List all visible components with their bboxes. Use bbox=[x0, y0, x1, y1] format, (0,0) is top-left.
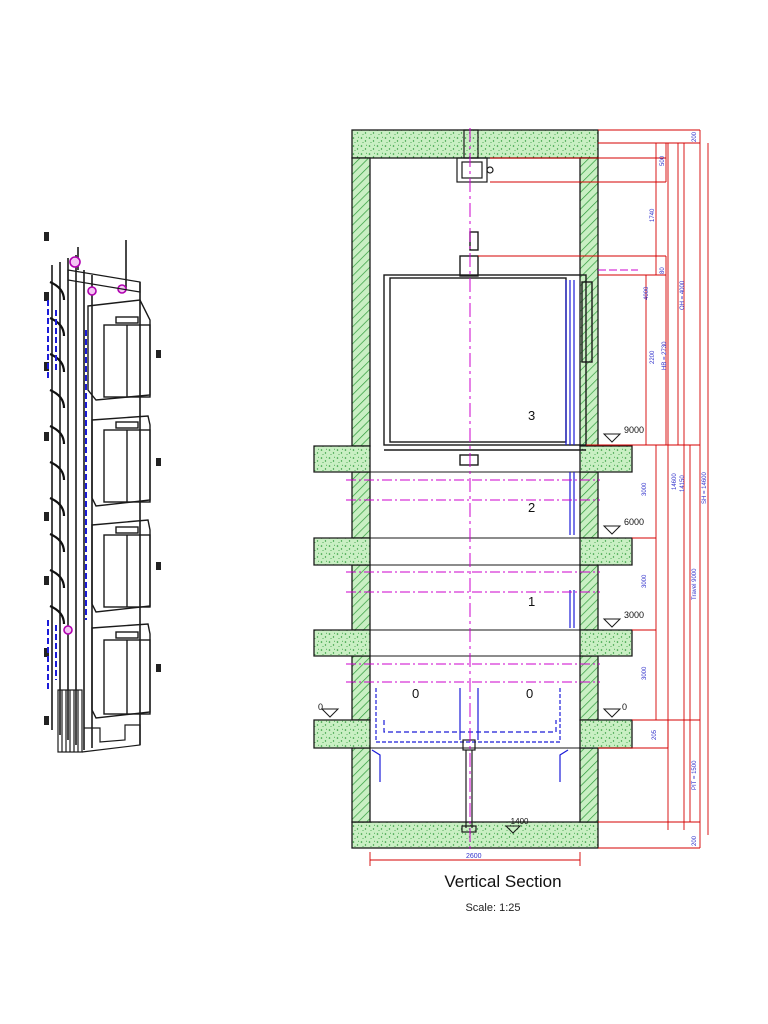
drawing-scale: Scale: 1:25 bbox=[465, 902, 521, 914]
floor-slabs bbox=[313, 445, 633, 749]
isometric-shaft-view bbox=[44, 232, 161, 753]
dim-pit: PIT = 1500 bbox=[692, 760, 698, 790]
level-label-6000: 6000 bbox=[624, 517, 644, 527]
level-label-9000: 9000 bbox=[624, 425, 644, 435]
level-label-3000: 3000 bbox=[624, 610, 644, 620]
level-markers bbox=[320, 433, 622, 834]
dim-machine: 500 bbox=[660, 155, 666, 166]
elevator-car bbox=[383, 231, 593, 466]
dim-floor-3000-a: 3000 bbox=[642, 482, 648, 496]
width-dimension: 2600 bbox=[466, 853, 482, 860]
level-label-0-left: 0 bbox=[318, 702, 323, 712]
level-label-0-right: 0 bbox=[622, 702, 627, 712]
dim-travel: Travel 9000 bbox=[692, 568, 698, 600]
dim-floor-3000-c: 3000 bbox=[642, 666, 648, 680]
dim-80: 80 bbox=[660, 267, 666, 274]
dim-bottom-slab: 200 bbox=[692, 835, 698, 846]
center-axis bbox=[346, 128, 638, 850]
dim-2200: 2200 bbox=[650, 350, 656, 364]
dim-oh: OH = 4000 bbox=[680, 280, 686, 310]
floor-number-0-right: 0 bbox=[526, 686, 533, 701]
machine-unit bbox=[456, 129, 494, 183]
dim-14150: 14150 bbox=[680, 475, 686, 492]
dim-4000: 4000 bbox=[644, 286, 650, 300]
dim-sh: SH = 14600 bbox=[702, 471, 708, 504]
floor-number-0-left: 0 bbox=[412, 686, 419, 701]
dim-hb: HB = 2730 bbox=[662, 341, 668, 370]
floor-number-2: 2 bbox=[528, 500, 535, 515]
dim-top-slab: 200 bbox=[692, 131, 698, 142]
dim-1740: 1740 bbox=[650, 208, 656, 222]
floor-number-3: 3 bbox=[528, 408, 535, 423]
dimension-chains bbox=[478, 129, 709, 849]
pit-level-label: -1400 bbox=[508, 817, 529, 826]
dim-floor-3000-b: 3000 bbox=[642, 574, 648, 588]
dim-205: 205 bbox=[652, 729, 658, 740]
vertical-section: 9000 6000 3000 0 0 -1400 3 2 1 0 0 2600 bbox=[313, 128, 709, 866]
dim-14600: 14600 bbox=[672, 473, 678, 490]
drawing-title: Vertical Section bbox=[444, 872, 562, 891]
isometric-landing-doors bbox=[87, 299, 151, 719]
floor-number-1: 1 bbox=[528, 594, 535, 609]
